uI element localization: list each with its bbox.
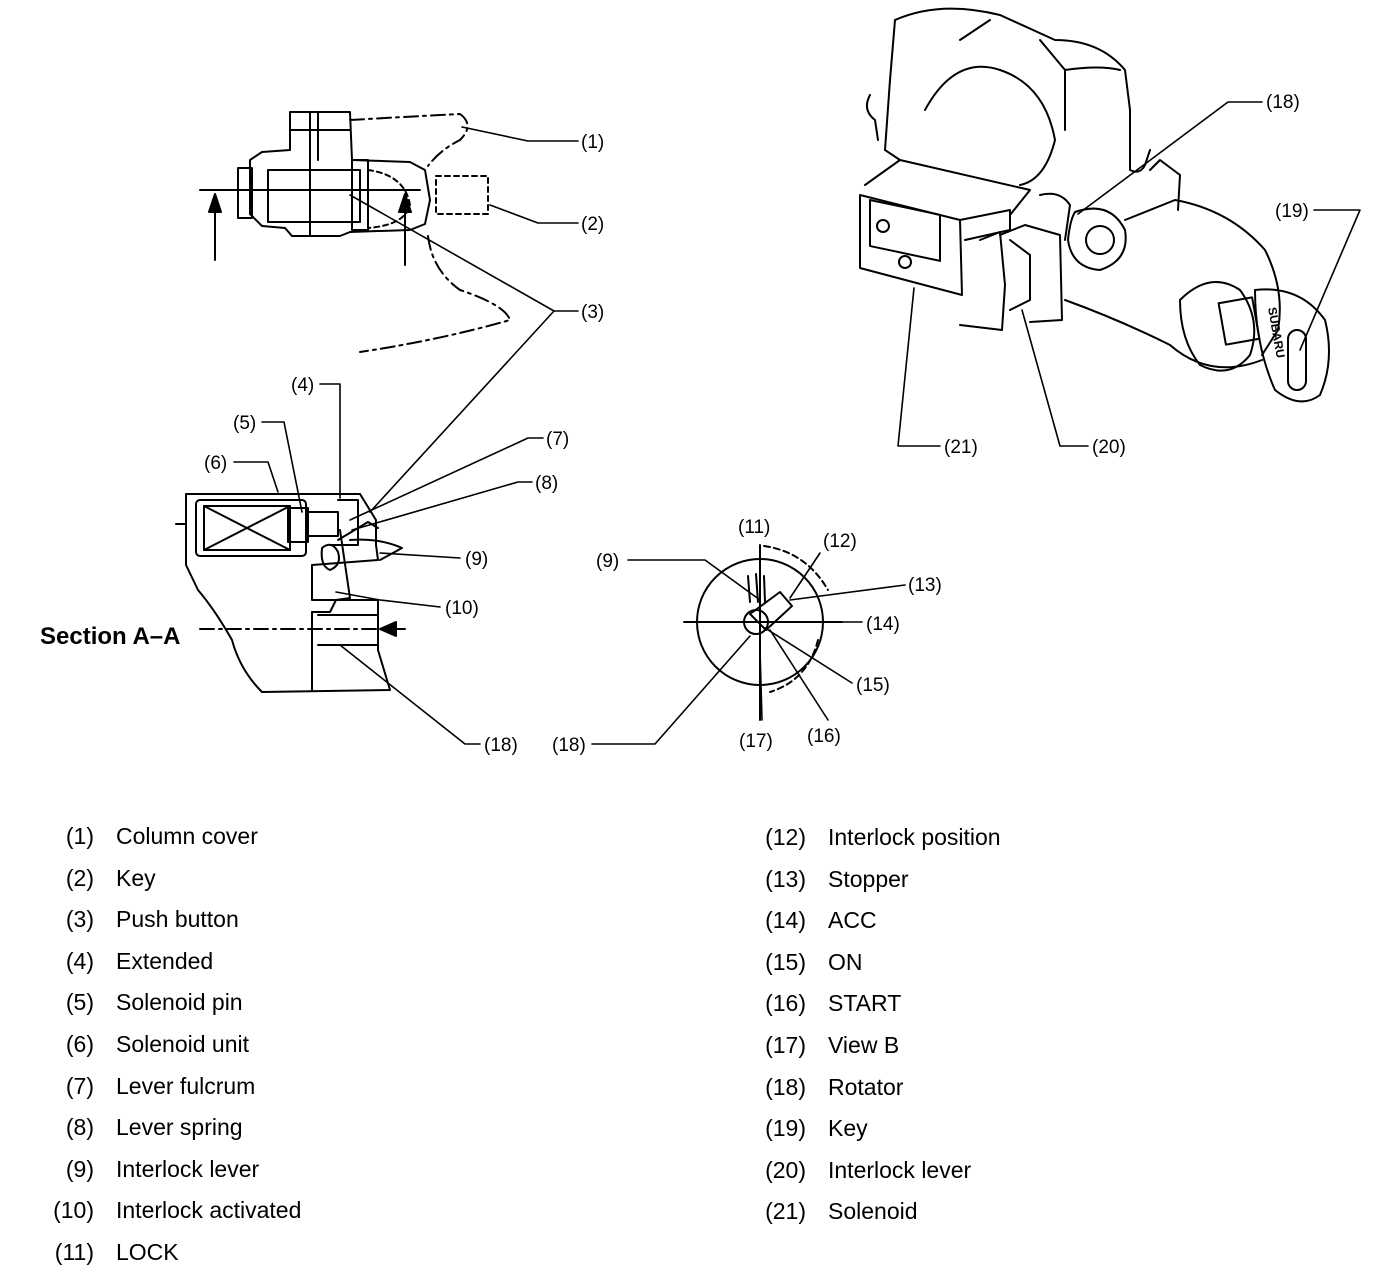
legend-label: Push button [116, 906, 239, 933]
legend-label: Rotator [828, 1073, 904, 1100]
legend-item: (1) Column cover [46, 816, 301, 858]
callout-15: (15) [856, 675, 890, 696]
callout-3: (3) [581, 302, 604, 323]
callout-20: (20) [1092, 437, 1126, 458]
legend-number: (2) [65, 864, 94, 891]
callout-13: (13) [908, 575, 942, 596]
legend-item: (7) Lever fulcrum [46, 1066, 301, 1108]
callout-18-section: (18) [484, 735, 518, 756]
callout-9-dial: (9) [596, 551, 619, 572]
callout-8: (8) [535, 473, 558, 494]
legend-label: Column cover [116, 823, 258, 849]
callout-7: (7) [546, 429, 569, 450]
legend-label: Key [116, 864, 156, 891]
legend-label: START [828, 990, 902, 1017]
key-brand-logo: SUBARU [1265, 306, 1288, 359]
legend-item: (2) Key [46, 858, 301, 900]
legend-item: (13) Stopper [758, 859, 1001, 901]
legend-label: ON [828, 948, 863, 975]
legend-number: (4) [65, 947, 94, 974]
legend-left-column: (1) Column cover (2) Key (3) Push button (4… [46, 816, 301, 1274]
legend-number: (11) [54, 1238, 94, 1265]
legend-number: (19) [765, 1115, 806, 1142]
legend-label: Interlock position [828, 824, 1001, 850]
callout-5: (5) [233, 413, 256, 434]
legend-label: LOCK [116, 1238, 179, 1265]
leader-lines [233, 101, 1361, 745]
callout-labels: (1) (2) (3) (4) (5) (6) (7) (8) (9) (10)… [40, 92, 1309, 756]
legend-item: (4) Extended [46, 941, 301, 983]
callout-4: (4) [291, 375, 314, 396]
callout-10: (10) [445, 598, 479, 619]
callout-1: (1) [581, 132, 604, 153]
legend-item: (14) ACC [758, 900, 1001, 942]
legend-item: (10) Interlock activated [46, 1190, 301, 1232]
legend-item: (20) Interlock lever [758, 1150, 1001, 1192]
legend-label: Extended [116, 947, 214, 974]
legend-number: (6) [65, 1030, 94, 1057]
legend-item: (9) Interlock lever [46, 1149, 301, 1191]
callout-9-section: (9) [465, 549, 488, 570]
legend-item: (12) Interlock position [758, 817, 1001, 859]
legend-item: (17) View B [758, 1025, 1001, 1067]
legend-right-column: (12) Interlock position (13) Stopper (14) A… [758, 817, 1001, 1233]
legend-number: (21) [765, 1198, 806, 1225]
legend-item: (6) Solenoid unit [46, 1024, 301, 1066]
legend-number: (17) [765, 1031, 806, 1058]
view-b-dial [683, 544, 843, 721]
legend-number: (16) [765, 990, 806, 1017]
legend-item: (19) Key [758, 1108, 1001, 1150]
callout-6: (6) [204, 453, 227, 474]
interlock-diagram: (1) (2) (3) (4) (5) (6) (7) (8) (9) (10)… [40, 7, 1361, 756]
callout-14: (14) [866, 614, 900, 635]
legend-number: (10) [53, 1197, 94, 1224]
legend-item: (3) Push button [46, 899, 301, 941]
legend-label: Interlock lever [116, 1155, 260, 1182]
callout-21: (21) [944, 437, 978, 458]
callout-19: (19) [1275, 201, 1309, 222]
callout-16: (16) [807, 726, 841, 747]
legend-label: Interlock activated [116, 1197, 302, 1224]
legend-number: (12) [765, 824, 806, 850]
legend-number: (14) [765, 907, 806, 934]
legend-item: (5) Solenoid pin [46, 982, 301, 1024]
callout-18-assembly: (18) [1266, 92, 1300, 113]
legend-number: (20) [765, 1156, 806, 1183]
ignition-assembly-3d [859, 7, 1330, 403]
legend-label: Key [828, 1115, 868, 1142]
legend-number: (13) [765, 865, 806, 892]
legend-label: Solenoid pin [116, 989, 243, 1016]
legend-number: (9) [65, 1155, 94, 1182]
legend-label: Stopper [828, 865, 909, 892]
legend-item: (15) ON [758, 942, 1001, 984]
legend-item: (21) Solenoid [758, 1191, 1001, 1233]
legend-item: (18) Rotator [758, 1067, 1001, 1109]
callout-12: (12) [823, 531, 857, 552]
legend-label: Interlock lever [828, 1156, 972, 1183]
legend-item: (8) Lever spring [46, 1107, 301, 1149]
callout-18-dial: (18) [552, 735, 586, 756]
legend-label: Lever fulcrum [116, 1072, 256, 1099]
section-a-a-view [175, 493, 406, 693]
legend-number: (15) [765, 948, 806, 975]
legend-number: (7) [65, 1072, 94, 1099]
legend-number: (3) [65, 906, 94, 933]
legend-number: (18) [765, 1073, 806, 1100]
callout-17: (17) [739, 731, 773, 752]
callout-11: (11) [738, 517, 770, 538]
legend-label: Solenoid unit [116, 1030, 249, 1057]
cylinder-side-view [199, 111, 511, 353]
callout-2: (2) [581, 214, 604, 235]
legend-label: Lever spring [116, 1114, 243, 1141]
legend-item: (16) START [758, 983, 1001, 1025]
legend-number: (1) [65, 823, 94, 849]
legend-label: Solenoid [828, 1198, 918, 1225]
legend-number: (8) [65, 1114, 94, 1141]
legend-label: ACC [828, 907, 877, 934]
section-a-a-label: Section A–A [40, 623, 180, 650]
legend-label: View B [828, 1031, 900, 1058]
legend-item: (11) LOCK [46, 1232, 301, 1274]
legend-number: (5) [65, 989, 94, 1016]
